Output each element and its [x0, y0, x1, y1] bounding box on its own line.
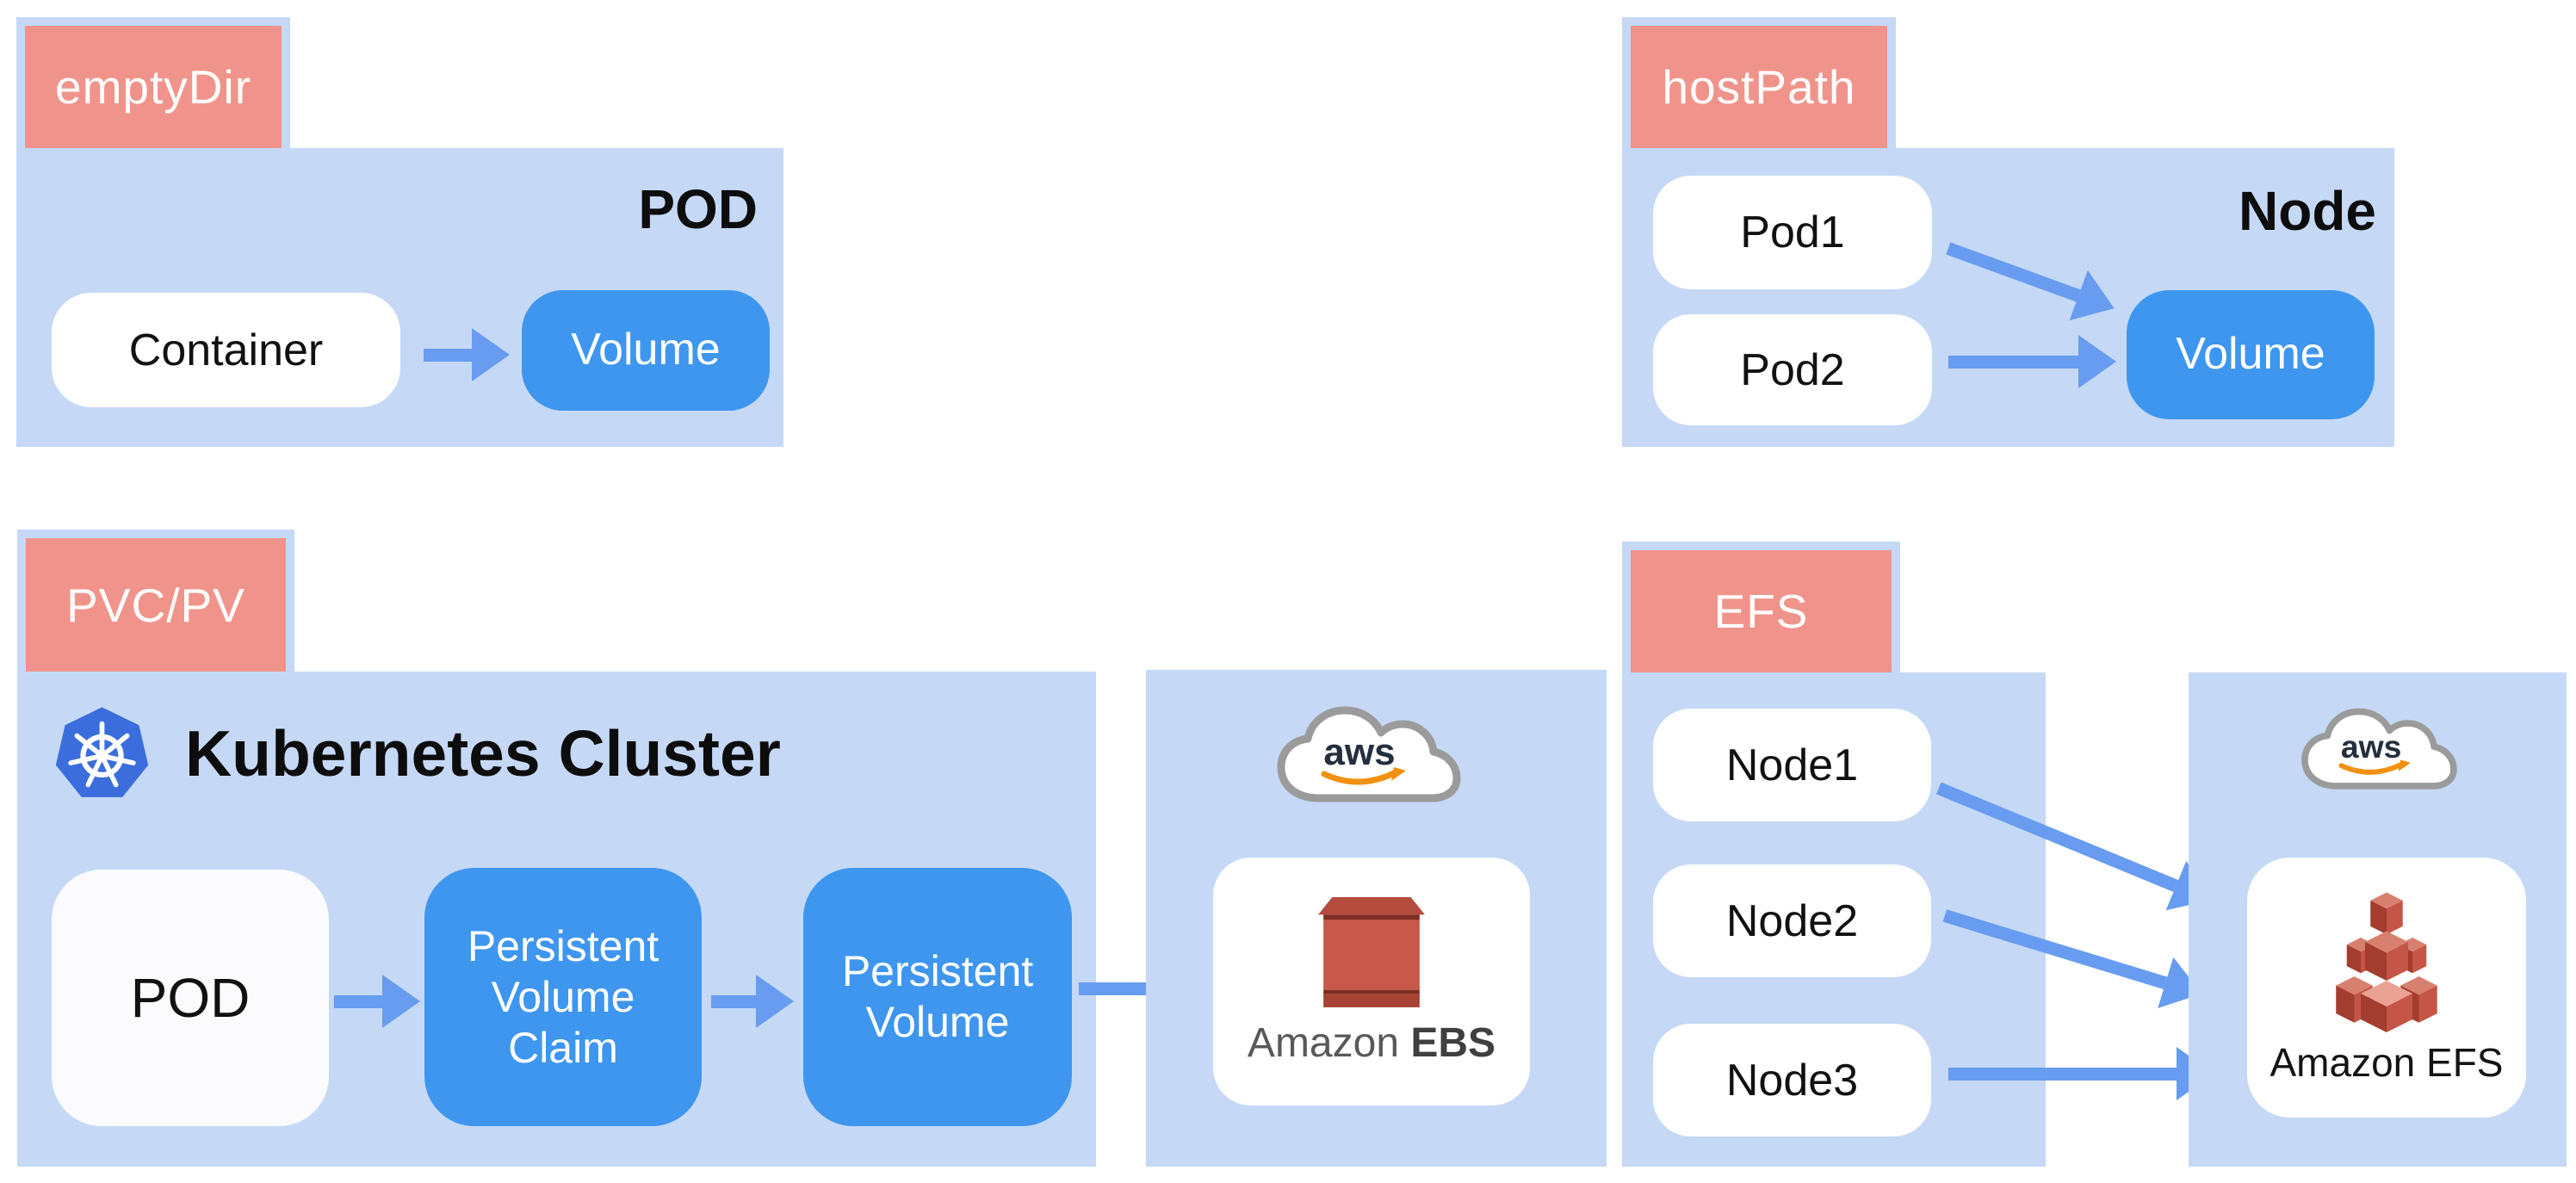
pod-to-pvc-arrow: [334, 975, 420, 1028]
pod2-box: Pod2: [1653, 314, 1932, 425]
amazon-efs-label: Amazon EFS: [2269, 1039, 2504, 1085]
container-box: Container: [52, 293, 400, 407]
node3-label: Node3: [1725, 1055, 1859, 1106]
kubernetes-cluster-title: Kubernetes Cluster: [185, 716, 781, 790]
empty-dir-volume-box: Volume: [522, 290, 770, 411]
empty-dir-tag-label: emptyDir: [25, 26, 282, 148]
pod1-label: Pod1: [1740, 207, 1845, 257]
node3-to-efs-arrow: [1948, 1047, 2214, 1100]
amazon-ebs-label: Amazon EBS: [1248, 1019, 1495, 1067]
amazon-ebs-box: Amazon EBS: [1213, 858, 1530, 1106]
aws-cloud-icon: aws: [1277, 706, 1461, 802]
amazon-efs-box: Amazon EFS: [2247, 858, 2526, 1118]
kubernetes-cluster-header: Kubernetes Cluster: [53, 704, 781, 802]
aws-logo-text: aws: [1323, 731, 1395, 773]
pvc-pod-box: POD: [52, 870, 329, 1126]
ebs-icon: [1318, 896, 1425, 1007]
pvc-to-pv-arrow: [711, 975, 794, 1028]
container-to-volume-arrow: [424, 328, 510, 381]
persistent-volume-box: Persistent Volume: [803, 868, 1072, 1126]
node1-box: Node1: [1653, 709, 1931, 821]
efs-tag-label: EFS: [1631, 550, 1892, 672]
efs-tag: EFS: [1622, 542, 1900, 672]
pod1-box: Pod1: [1653, 176, 1932, 289]
empty-dir-panel-label: POD: [638, 178, 758, 240]
persistent-volume-claim-label: Persistent Volume Claim: [467, 921, 659, 1072]
container-box-label: Container: [128, 325, 324, 375]
node3-box: Node3: [1653, 1024, 1931, 1137]
amazon-ebs-label-bold: EBS: [1410, 1019, 1496, 1066]
efs-icon: [2336, 892, 2437, 1032]
pod2-to-volume-arrow: [1948, 335, 2116, 388]
aws-logo-text: aws: [2341, 728, 2402, 765]
empty-dir-volume-label: Volume: [571, 325, 721, 375]
persistent-volume-claim-box: Persistent Volume Claim: [424, 868, 702, 1126]
host-path-tag-label: hostPath: [1631, 26, 1887, 148]
empty-dir-tag: emptyDir: [16, 17, 290, 148]
aws-cloud-icon: aws: [2301, 708, 2457, 790]
host-path-volume-label: Volume: [2176, 329, 2325, 380]
kubernetes-icon: [55, 707, 149, 797]
pvc-pod-label: POD: [130, 967, 251, 1029]
pod2-label: Pod2: [1740, 344, 1845, 395]
pvc-pv-tag-label: PVC/PV: [26, 538, 286, 672]
node2-box: Node2: [1653, 864, 1931, 977]
host-path-panel-label: Node: [2239, 180, 2376, 242]
host-path-tag: hostPath: [1622, 17, 1896, 148]
pvc-pv-tag: PVC/PV: [17, 530, 294, 672]
node1-label: Node1: [1725, 740, 1859, 790]
amazon-ebs-label-regular: Amazon: [1247, 1019, 1400, 1066]
host-path-volume-box: Volume: [2127, 290, 2375, 419]
persistent-volume-label: Persistent Volume: [841, 947, 1034, 1046]
node2-label: Node2: [1725, 895, 1859, 946]
